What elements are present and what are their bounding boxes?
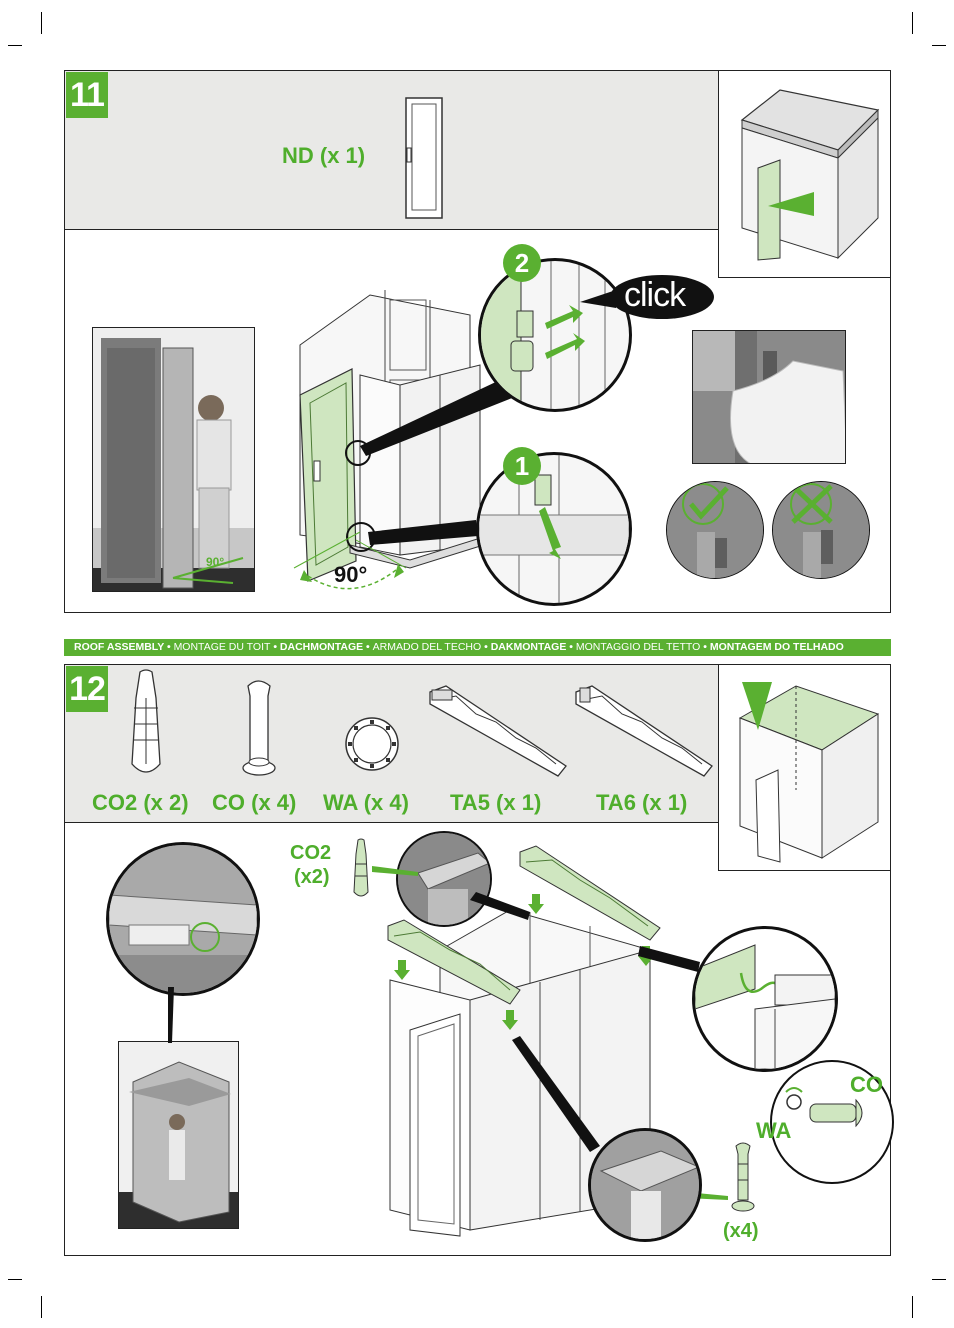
wa-callout-label: WA [756, 1118, 792, 1143]
co-wa-detail-circle [770, 1060, 894, 1184]
hinge-detail-circle-top [478, 258, 632, 412]
step-12-photo [118, 1041, 239, 1229]
part-label-ta6: TA6 (x 1) [596, 790, 688, 815]
callout-number-2: 2 [503, 244, 541, 282]
beam-hook-detail-circle [692, 926, 838, 1072]
crop-mark [8, 45, 22, 46]
part-label-co: CO (x 4) [212, 790, 297, 815]
door-angle-label: 90° [334, 562, 368, 587]
co-small-part-icon [731, 1142, 755, 1212]
banner-separator: • [700, 641, 710, 653]
shed-roof-thumbnail-icon [738, 682, 880, 863]
door-part-icon [405, 97, 443, 219]
co-part-icon [242, 680, 276, 776]
click-bubble-icon [580, 275, 714, 319]
part-label-ta5: TA5 (x 1) [450, 790, 542, 815]
step-11-photo [92, 327, 255, 592]
click-label: click [624, 276, 686, 314]
co-callout-label: CO [850, 1072, 883, 1097]
callout-number-1: 1 [503, 447, 541, 485]
banner-separator: • [363, 641, 373, 653]
crop-mark [41, 12, 42, 34]
co2-callout-label-line1: CO2 [290, 842, 332, 864]
step-11-parts-bar [65, 71, 719, 230]
crop-mark [41, 1296, 42, 1318]
banner-item: MONTAGE DU TOIT [173, 641, 271, 653]
hinge-detail-circle-bottom [476, 452, 632, 606]
co2-insert-detail-circle [396, 831, 492, 927]
banner-separator: • [481, 641, 491, 653]
crop-mark [932, 1279, 946, 1280]
corner-insert-detail-circle [588, 1128, 702, 1242]
wa-part-icon [345, 717, 399, 771]
co2-small-part-icon [353, 838, 369, 897]
banner-separator: • [164, 641, 174, 653]
banner-item: DACHMONTAGE [279, 641, 364, 653]
crop-mark [912, 1296, 913, 1318]
banner-item: ROOF ASSEMBLY [74, 641, 165, 653]
door-install-illustration [299, 290, 491, 582]
co2-part-icon [131, 669, 161, 773]
photo-angle-label: 90° [206, 555, 225, 569]
part-label-nd: ND (x 1) [282, 143, 366, 168]
crop-mark [932, 45, 946, 46]
step-12-number: 12 [66, 666, 108, 712]
step-11-number: 11 [66, 72, 108, 118]
part-label-co2: CO2 (x 2) [92, 790, 189, 815]
banner-item: MONTAGEM DO TELHADO [709, 641, 844, 653]
correct-example-circle [666, 481, 764, 579]
crop-mark [912, 12, 913, 34]
banner-separator: • [566, 641, 576, 653]
detail-connector [168, 987, 174, 1043]
banner-item: ARMADO DEL TECHO [372, 641, 482, 653]
banner-item: DAKMONTAGE [490, 641, 567, 653]
incorrect-example-circle [772, 481, 870, 579]
part-label-wa: WA (x 4) [323, 790, 409, 815]
co2-callout-label-line2: (x2) [294, 866, 330, 888]
roof-clip-detail-circle [106, 842, 260, 996]
banner-separator: • [270, 641, 280, 653]
co-quantity-label: (x4) [723, 1220, 759, 1242]
banner-item: MONTAGGIO DEL TETTO [575, 641, 701, 653]
shed-thumbnail-icon [740, 89, 880, 261]
hand-hinge-photo [692, 330, 846, 464]
ta6-part-icon [575, 685, 713, 777]
crop-mark [8, 1279, 22, 1280]
ta5-part-icon [429, 685, 567, 777]
roof-assembly-banner: ROOF ASSEMBLY • MONTAGE DU TOIT • DACHMO… [64, 639, 891, 656]
